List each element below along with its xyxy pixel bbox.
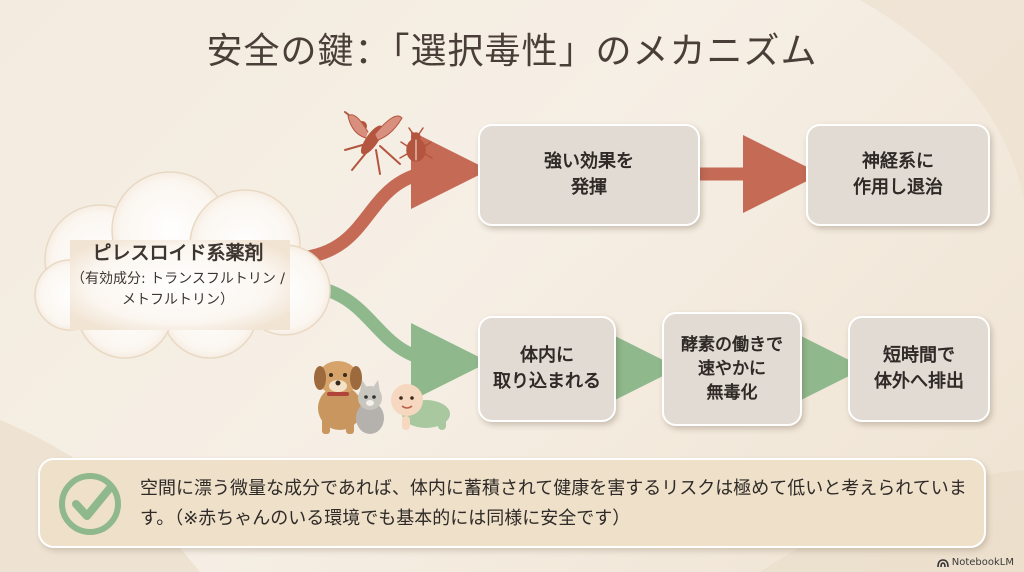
source-label: ピレスロイド系薬剤 （有効成分: トランスフルトリン / メトフルトリン）: [38, 238, 318, 311]
brand-mark: NotebookLM: [936, 557, 1014, 568]
source-detail-line2: メトフルトリン）: [122, 292, 234, 308]
step-nerve-action: 神経系に作用し退治: [806, 124, 990, 226]
cat-icon: [356, 380, 384, 434]
step-strong-effect: 強い効果を発揮: [478, 124, 700, 226]
dog-icon: [314, 361, 362, 434]
step-intake: 体内に取り込まれる: [478, 316, 616, 422]
source-detail-line1: （有効成分: トランスフルトリン /: [70, 271, 286, 287]
safety-note-text: 空間に漂う微量な成分であれば、体内に蓄積されて健康を害するリスクは極めて低いと考…: [140, 478, 967, 529]
page-title: 安全の鍵：「選択毒性」のメカニズム: [206, 31, 818, 72]
notebooklm-logo-icon: [936, 558, 949, 567]
check-circle-icon: [59, 473, 121, 535]
step-enzyme-detox: 酵素の働きで速やかに無毒化: [662, 312, 802, 426]
mosquito-icon: [344, 111, 403, 175]
brand-name: NotebookLM: [951, 557, 1014, 568]
step-excretion: 短時間で体外へ排出: [848, 316, 990, 422]
baby-icon: [391, 384, 450, 430]
safety-note: 空間に漂う微量な成分であれば、体内に蓄積されて健康を害するリスクは極めて低いと考…: [38, 458, 986, 548]
arrow-cloud-to-effect: [299, 131, 489, 265]
beetle-icon: [399, 127, 433, 162]
source-name: ピレスロイド系薬剤: [92, 242, 264, 264]
cloud-shape: [34, 171, 331, 359]
